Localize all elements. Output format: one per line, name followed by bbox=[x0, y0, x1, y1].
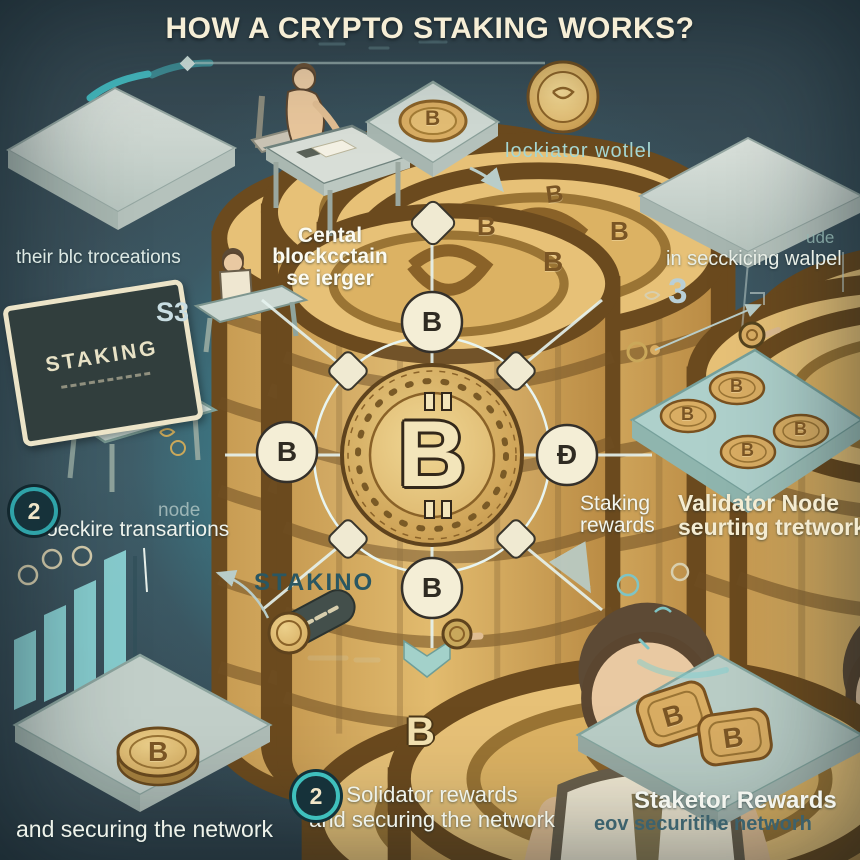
blackboard-word: STAKING bbox=[43, 335, 160, 377]
coin-letter: B bbox=[610, 216, 629, 246]
staking-rewards-line2: rewards bbox=[580, 514, 655, 538]
caption-lockiator: lockiator wotlel bbox=[505, 140, 653, 162]
caption-bottom-center: Solidator rewards and securing the netwo… bbox=[296, 782, 568, 833]
coin-letter: B bbox=[477, 211, 496, 241]
caption-staking-rewards: Staking rewards bbox=[580, 492, 655, 538]
scene-medallion-platform bbox=[364, 80, 504, 193]
coin-letter: B bbox=[741, 440, 754, 460]
satellite-node-bottom: B bbox=[421, 572, 443, 603]
coin-letter: B bbox=[543, 246, 564, 277]
ledger-line1: Cental bbox=[297, 224, 363, 247]
coin-letter-bottom-center: B bbox=[406, 710, 435, 754]
scene-top-desk-person bbox=[250, 63, 414, 236]
scene-bottom-right bbox=[575, 562, 860, 828]
bitcoin-bar-top-left bbox=[424, 392, 435, 411]
caption-validator-node: Validator Node seurting tretwork bbox=[678, 491, 860, 539]
top-guide-line bbox=[179, 40, 545, 72]
central-bitcoin-symbol: B bbox=[398, 401, 466, 506]
label-ude-faint: ude bbox=[806, 228, 835, 247]
caption-central-ledger: Cental blockcctain se ierger bbox=[255, 224, 405, 290]
blackboard-scribble bbox=[60, 371, 151, 389]
caption-verify-transactions: oeckire transartions bbox=[46, 518, 230, 541]
bitcoin-bar-bottom-left bbox=[424, 500, 435, 519]
coin-letter: B bbox=[681, 404, 694, 424]
page-title: HOW A CRYPTO STAKING WORKS? bbox=[165, 12, 695, 45]
caption-staker-rewards: Staketor Rewards bbox=[634, 787, 837, 814]
scene-top-left-coin-stacks bbox=[5, 86, 726, 860]
step-badge-2: 2 bbox=[10, 487, 58, 535]
caption-top-left: their blc troceations bbox=[16, 247, 181, 268]
coin-letter: B bbox=[425, 107, 441, 130]
scene-bottom-left bbox=[12, 545, 860, 860]
caption-staking-wallet: in secckicing walpel bbox=[666, 248, 842, 270]
coin-letter: B bbox=[544, 179, 566, 210]
coin-letter: B bbox=[730, 376, 743, 396]
step-number-3: 3 bbox=[668, 272, 688, 311]
coin-letter: B bbox=[794, 419, 807, 439]
validator-line1: Validator Node bbox=[678, 490, 840, 516]
validator-line2: seurting tretwork bbox=[678, 514, 860, 541]
satellite-node-top: B bbox=[421, 306, 443, 337]
bottom-step-badge-2: 2 bbox=[292, 772, 340, 820]
bottom-center-line1: Solidator rewards bbox=[346, 782, 518, 807]
label-staking-word: STAKINO bbox=[254, 569, 375, 596]
scene-bottom-center bbox=[307, 603, 860, 860]
ledger-line3: se ierger bbox=[286, 266, 374, 290]
bottom-center-line2: and securing the network bbox=[309, 807, 555, 833]
bitcoin-bar-bottom-right bbox=[441, 500, 452, 519]
bitcoin-bar-top-right bbox=[441, 392, 452, 411]
coin-letter: B bbox=[148, 736, 169, 767]
caption-bottom-left: and securing the network bbox=[16, 816, 273, 842]
hub-network bbox=[225, 200, 652, 648]
caption-staker-rewards-sub: eov securitihe networh bbox=[594, 813, 812, 835]
rewards-arrow bbox=[548, 541, 591, 594]
ledger-line2: blockcctain bbox=[272, 245, 388, 269]
gold-coin-top bbox=[526, 60, 600, 134]
label-s3: S3 bbox=[156, 297, 190, 327]
scene-top-right-coin-stacks bbox=[637, 136, 860, 331]
satellite-node-right: Ð bbox=[556, 439, 578, 470]
staking-rewards-line1: Staking bbox=[580, 492, 651, 515]
satellite-node-left: B bbox=[276, 436, 298, 467]
label-node-faint: node bbox=[158, 500, 201, 521]
coin-letter: B bbox=[720, 720, 746, 755]
scene-validator bbox=[626, 291, 860, 513]
